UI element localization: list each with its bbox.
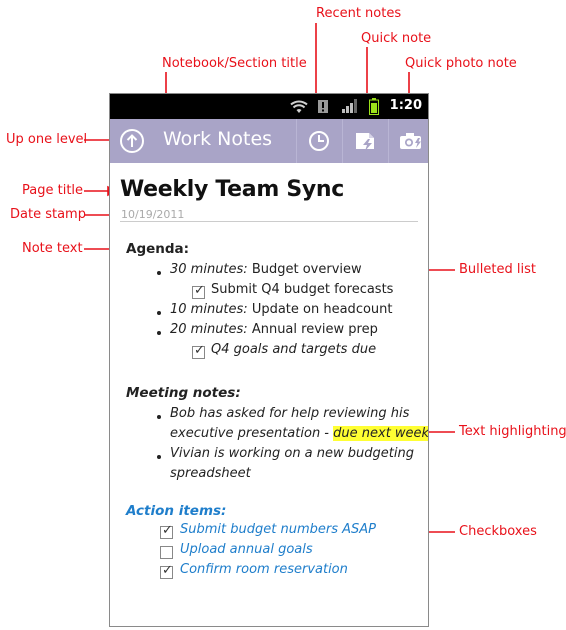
quick-note-icon xyxy=(355,133,374,151)
bullet-icon xyxy=(157,331,161,335)
meeting-notes-heading: Meeting notes: xyxy=(126,385,241,401)
checkbox[interactable] xyxy=(160,546,173,559)
recent-notes-button[interactable] xyxy=(296,119,340,163)
notebook-section-title[interactable]: Work Notes xyxy=(163,128,273,150)
signal-icon xyxy=(342,99,357,113)
check-icon: ✓ xyxy=(162,563,173,578)
callout-date-stamp: Date stamp xyxy=(10,207,86,222)
alert-icon xyxy=(318,100,328,113)
callout-page-title: Page title xyxy=(22,183,84,198)
checkbox[interactable]: ✓ xyxy=(192,343,205,359)
list-item: 10 minutes: Update on headcount xyxy=(170,302,393,317)
battery-icon xyxy=(369,98,379,115)
checkbox[interactable]: ✓ xyxy=(160,563,173,579)
camera-icon xyxy=(399,133,421,149)
check-icon: ✓ xyxy=(194,283,205,298)
callout-note-text: Note text xyxy=(22,241,83,256)
list-item: 30 minutes: Budget overview xyxy=(170,262,362,277)
list-item: Submit Q4 budget forecasts xyxy=(211,282,394,297)
check-icon: ✓ xyxy=(162,523,173,538)
highlighted-text: due next week xyxy=(333,426,429,441)
action-bar: Work Notes xyxy=(110,119,428,163)
status-bar: 1:20 xyxy=(110,94,428,119)
check-icon: ✓ xyxy=(194,343,205,358)
wifi-icon xyxy=(290,100,308,113)
callout-up-one-level: Up one level xyxy=(6,132,88,147)
list-item: Bob has asked for help reviewing his xyxy=(170,406,410,421)
clock-icon xyxy=(308,131,329,151)
list-item: 20 minutes: Annual review prep xyxy=(170,322,378,337)
callout-text-highlighting: Text highlighting xyxy=(459,424,566,439)
action-items-heading: Action items: xyxy=(126,503,227,519)
list-item-continuation: spreadsheet xyxy=(170,466,251,481)
quick-note-button[interactable] xyxy=(342,119,386,163)
action-item: Upload annual goals xyxy=(180,542,313,557)
list-item-continuation: executive presentation - due next week xyxy=(170,426,429,441)
checkbox[interactable]: ✓ xyxy=(192,283,205,299)
action-item: Confirm room reservation xyxy=(180,562,348,577)
title-divider xyxy=(120,221,418,222)
up-one-level-button[interactable] xyxy=(110,119,154,163)
quick-photo-note-button[interactable] xyxy=(388,119,428,163)
callout-quick-note: Quick note xyxy=(361,31,432,46)
callout-checkboxes: Checkboxes xyxy=(459,524,537,539)
bullet-icon xyxy=(157,415,161,419)
checkbox[interactable]: ✓ xyxy=(160,523,173,539)
bullet-icon xyxy=(157,271,161,275)
agenda-heading: Agenda: xyxy=(126,241,190,257)
callout-quick-photo-note: Quick photo note xyxy=(405,56,517,71)
action-item: Submit budget numbers ASAP xyxy=(180,522,376,537)
date-stamp: 10/19/2011 xyxy=(121,208,185,221)
phone-screen: 1:20 Work Notes xyxy=(109,93,429,627)
list-item: Vivian is working on a new budgeting xyxy=(170,446,414,461)
callout-notebook-section-title: Notebook/Section title xyxy=(162,56,307,71)
note-page: Weekly Team Sync 10/19/2011 Agenda: 30 m… xyxy=(110,163,428,626)
page-title[interactable]: Weekly Team Sync xyxy=(120,177,345,202)
status-time: 1:20 xyxy=(389,98,422,113)
bullet-icon xyxy=(157,455,161,459)
callout-recent-notes: Recent notes xyxy=(316,6,402,21)
up-arrow-icon xyxy=(120,129,144,153)
list-item: Q4 goals and targets due xyxy=(211,342,377,357)
bullet-icon xyxy=(157,311,161,315)
callout-bulleted-list: Bulleted list xyxy=(459,262,536,277)
